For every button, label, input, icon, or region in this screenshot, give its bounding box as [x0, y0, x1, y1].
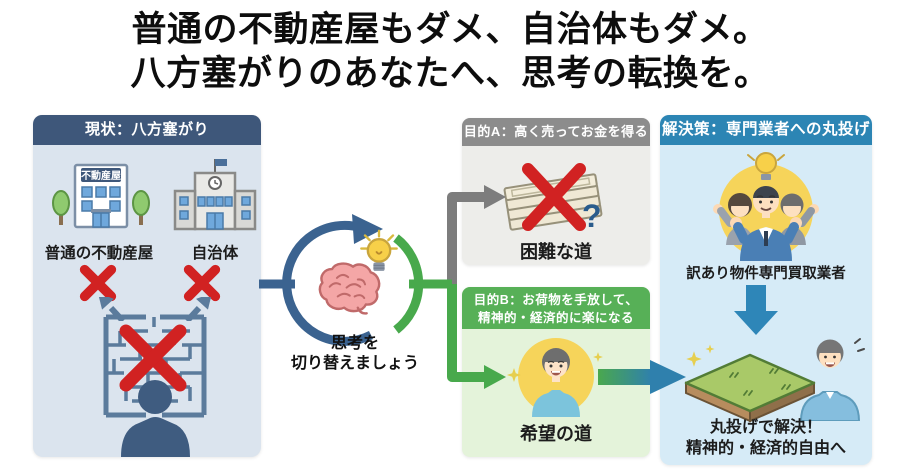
lightbulb-icon	[747, 152, 785, 180]
municipality-building-icon	[173, 159, 257, 231]
cross-municipality-icon	[183, 264, 221, 302]
flag-icon	[215, 159, 227, 166]
result-line-1: 丸投げで解決！	[709, 419, 822, 436]
realtor-building-icon: 不動産屋	[52, 163, 150, 229]
caption-line-1: 思考を	[330, 335, 379, 352]
cross-realtor-icon	[79, 264, 117, 302]
goal-a-label: 困難な道	[520, 242, 592, 262]
page-title: 普通の不動産屋もダメ、自治体もダメ。 八方塞がりのあなたへ、思考の転換を。	[0, 8, 900, 96]
goal-b-header-line-1: 目的B：お荷物を手放して、	[473, 293, 639, 307]
solution-result-label: 丸投げで解決！ 精神的・経済的自由へ	[660, 418, 872, 460]
idea-lightbulb-icon	[360, 229, 398, 271]
caption-line-2: 切り替えましょう	[290, 354, 419, 372]
person-silhouette-icon	[121, 380, 190, 457]
goal-b-header-line-2: 精神的・経済的に楽になる	[477, 311, 634, 326]
title-line-1: 普通の不動産屋もダメ、自治体もダメ。	[131, 10, 769, 49]
question-mark: ?	[582, 198, 602, 234]
realtor-sign	[81, 168, 121, 182]
maze-icon	[103, 314, 207, 418]
solution-header: 解決策：専門業者への丸投げ	[660, 115, 872, 145]
hopeful-person-icon	[507, 338, 603, 417]
current-situation-panel: 現状：八方塞がり 不動産屋	[33, 115, 261, 457]
current-panel-header: 現状：八方塞がり	[33, 115, 261, 145]
realtor-label: 普通の不動産屋	[44, 245, 154, 262]
goal-b-panel: 目的B：お荷物を手放して、 精神的・経済的に楽になる 希望の道	[462, 287, 650, 457]
buyer-team-icon	[713, 152, 819, 261]
title-line-2: 八方塞がりのあなたへ、思考の転換を。	[130, 54, 770, 94]
money-stack-icon	[503, 163, 603, 231]
goal-a-panel: 目的A：高く売ってお金を得る ? 困難な道	[462, 118, 650, 265]
goal-b-header: 目的B：お荷物を手放して、 精神的・経済的に楽になる	[462, 287, 650, 329]
solution-panel: 解決策：専門業者への丸投げ	[660, 115, 872, 465]
down-arrow-icon	[734, 285, 778, 335]
sparkle-icon	[593, 352, 603, 362]
sparkle-icon	[686, 351, 702, 367]
buyer-label: 訳あり物件専門買取業者	[686, 266, 846, 282]
lead-buyer-figure	[730, 186, 802, 261]
sparkle-icon	[507, 368, 521, 382]
goal-a-header: 目的A：高く売ってお金を得る	[462, 118, 650, 146]
goal-b-label: 希望の道	[520, 424, 592, 444]
result-line-2: 精神的・経済的自由へ	[685, 439, 846, 457]
land-plot-icon	[684, 344, 816, 423]
realtor-sign-text: 不動産屋	[81, 169, 121, 182]
transition-caption: 思考を 切り替えましょう	[270, 334, 440, 373]
municipality-label: 自治体	[191, 245, 239, 262]
relieved-owner-icon	[799, 338, 865, 421]
sparkle-icon	[705, 344, 715, 354]
